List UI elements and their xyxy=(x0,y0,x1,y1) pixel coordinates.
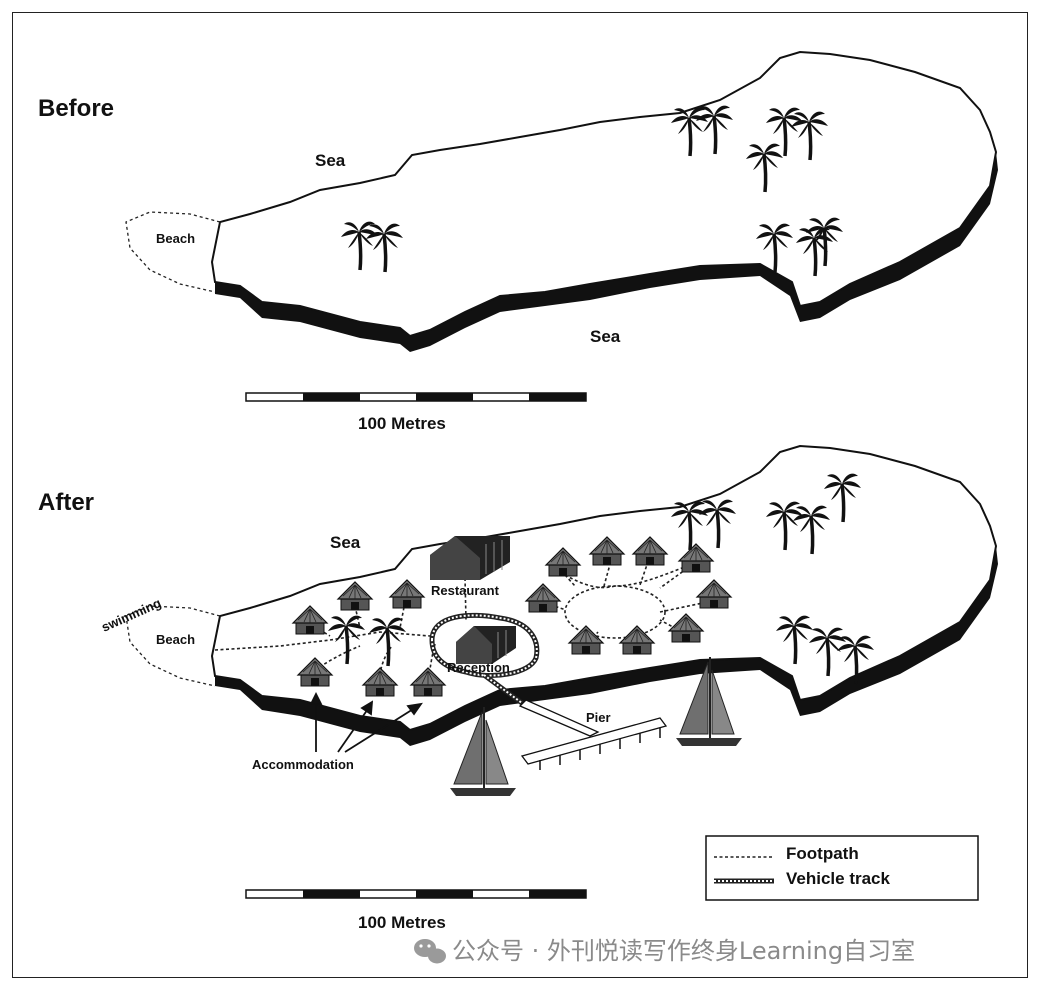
restaurant-building-icon xyxy=(430,536,510,580)
accommodation-arrows xyxy=(309,691,423,753)
figure-frame xyxy=(12,12,1028,978)
restaurant-label: Restaurant xyxy=(431,583,500,598)
beach-after xyxy=(125,605,221,687)
beach-label-before: Beach xyxy=(156,231,195,246)
scale-label-after: 100 Metres xyxy=(358,913,446,932)
accommodation-label: Accommodation xyxy=(252,757,354,772)
sea-label-after: Sea xyxy=(330,533,361,552)
swimming-label: swimming xyxy=(99,595,163,635)
legend xyxy=(705,835,979,901)
after-heading: After xyxy=(38,489,94,516)
wechat-icon xyxy=(414,939,446,964)
beach-label-after: Beach xyxy=(156,632,195,647)
pier xyxy=(518,699,668,770)
vehicle-track xyxy=(429,612,540,709)
pier-label: Pier xyxy=(586,710,611,725)
legend-vehicle-track-label: Vehicle track xyxy=(786,869,891,888)
sea-label-before-bottom: Sea xyxy=(590,327,621,346)
watermark-text: 公众号 · 外刊悦读写作终身Learning自习室 xyxy=(452,937,915,965)
scale-bar-before xyxy=(245,392,587,402)
reception-building-icon xyxy=(456,626,516,664)
sea-label-before-top: Sea xyxy=(315,151,346,170)
before-heading: Before xyxy=(38,95,114,122)
scale-bar-after xyxy=(245,889,587,899)
legend-footpath-label: Footpath xyxy=(786,844,859,863)
scale-label-before: 100 Metres xyxy=(358,414,446,433)
footpaths xyxy=(214,555,713,687)
reception-label: Reception xyxy=(447,660,510,675)
beach-before xyxy=(125,211,221,293)
